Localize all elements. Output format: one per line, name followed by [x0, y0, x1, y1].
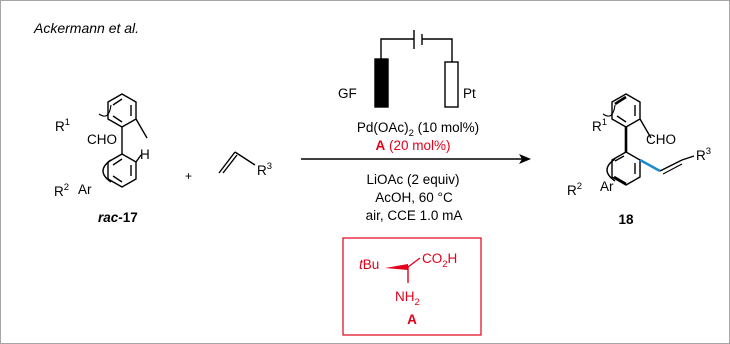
reactant-cho-label: CHO: [87, 132, 117, 147]
condition-line-1: LiOAc (2 equiv): [366, 172, 459, 187]
wedge-bond: [385, 264, 408, 270]
product-vinyl-tail: [659, 159, 683, 172]
lower-ring-double-bond: [112, 175, 123, 183]
reactant-h-label: H: [140, 147, 150, 162]
catalyst-condition: Pd(OAc)2 (10 mol%): [357, 120, 479, 139]
lower-ring: [107, 153, 137, 188]
product-r1-arc: [602, 104, 616, 117]
h-bond: [135, 154, 142, 163]
cho-bond: [135, 118, 148, 139]
upper-ring-double-bond: [112, 115, 123, 123]
electrochemical-cell: [374, 30, 459, 108]
cathode-label: Pt: [463, 86, 476, 101]
product-ar-label: Ar: [600, 179, 614, 194]
plus-sign: +: [185, 169, 192, 183]
condition-line-3: air, CCE 1.0 mA: [366, 208, 463, 223]
ligand-nh2-label: NH2: [395, 289, 420, 308]
olefin-r3-label: R3: [257, 161, 272, 178]
cell-wire-right: [422, 38, 453, 62]
product-structure: [602, 93, 695, 186]
ligand-structure: [385, 257, 421, 283]
ar-arc: [102, 159, 112, 183]
upper-ring: [107, 93, 137, 128]
reactant-r1-label: R1: [55, 117, 70, 134]
product-label: 18: [618, 212, 634, 227]
anode-label: GF: [338, 86, 357, 101]
lower-ring-double-bond: [112, 158, 123, 166]
ligand-condition: A (20 mol%): [375, 138, 450, 153]
product-upper-ring: [611, 93, 641, 128]
condition-line-2: AcOH, 60 °C: [375, 190, 453, 205]
product-r2-label: R2: [567, 181, 582, 198]
r1-arc: [98, 104, 112, 117]
ligand-co2h-label: CO2H: [422, 251, 457, 270]
ligand-tbu-label: tBu: [359, 257, 379, 272]
reaction-arrow: [301, 154, 531, 164]
product-cho-label: CHO: [646, 132, 676, 147]
reactant-label: rac-17: [98, 210, 138, 225]
ligand-box: [342, 237, 482, 336]
product-cho-bond: [639, 118, 652, 139]
reactant-ar-label: Ar: [78, 182, 92, 197]
citation: Ackermann et al.: [33, 20, 139, 36]
ligand-box-label: A: [407, 312, 417, 327]
upper-ring-double-bond: [112, 98, 123, 106]
reactant-r2-label: R2: [54, 182, 69, 199]
graphite-felt-anode: [374, 58, 389, 108]
olefin-structure: [218, 151, 256, 174]
reactant-structure: [98, 93, 148, 188]
product-ar-arc: [606, 158, 616, 182]
new-c-c-bond: [639, 158, 661, 173]
platinum-cathode: [444, 61, 459, 108]
product-r3-label: R3: [696, 146, 711, 163]
product-lower-ring: [611, 151, 641, 186]
product-r1-label: R1: [592, 117, 607, 134]
